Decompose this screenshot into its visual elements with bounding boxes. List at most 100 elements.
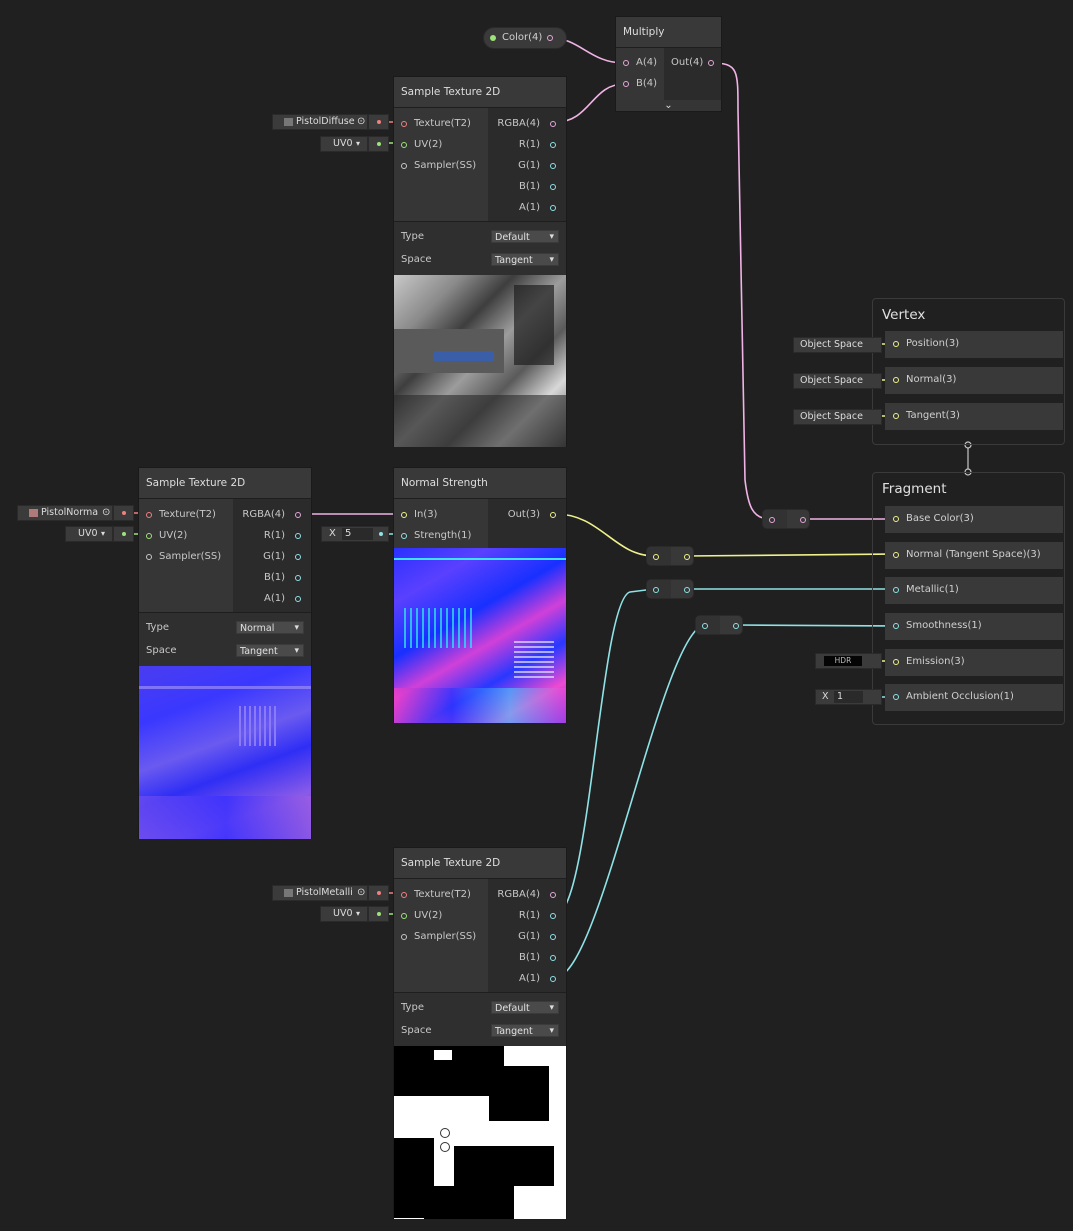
multiply-expand-button[interactable]: ⌄ xyxy=(616,100,721,111)
g-output-port[interactable]: G(1) xyxy=(488,156,560,176)
fragment-title: Fragment xyxy=(882,481,946,497)
port-pin-icon xyxy=(401,142,407,148)
g-output-port[interactable]: G(1) xyxy=(488,927,560,947)
texture-input-port[interactable]: Texture(T2) xyxy=(394,885,488,905)
b-output-port[interactable]: B(1) xyxy=(488,177,560,197)
r-output-port[interactable]: R(1) xyxy=(488,906,560,926)
color-property-label: Color(4) xyxy=(502,32,542,43)
type-dropdown[interactable]: Default xyxy=(491,230,559,243)
sample-texture-metallic-node[interactable]: Sample Texture 2D Texture(T2) UV(2) Samp… xyxy=(393,847,567,1219)
diffuse-picker-field[interactable] xyxy=(368,114,389,130)
block-ambient-occlusion[interactable]: Ambient Occlusion(1) xyxy=(885,684,1063,711)
port-pin-icon xyxy=(401,512,407,518)
sampler-input-port[interactable]: Sampler(SS) xyxy=(394,927,488,947)
color-property-node[interactable]: Color(4) xyxy=(483,27,567,49)
normal-space-field[interactable]: Object Space xyxy=(793,373,882,389)
space-dropdown[interactable]: Tangent xyxy=(491,1024,559,1037)
port-label: B(4) xyxy=(636,74,657,94)
redirect-node-smoothness[interactable] xyxy=(695,615,743,635)
metallic-picker-field[interactable] xyxy=(368,885,389,901)
sampler-input-port[interactable]: Sampler(SS) xyxy=(394,156,488,176)
r-output-port[interactable]: R(1) xyxy=(233,526,305,546)
block-base-color[interactable]: Base Color(3) xyxy=(885,506,1063,533)
b-output-port[interactable]: B(1) xyxy=(488,948,560,968)
strength-input-port[interactable]: Strength(1) xyxy=(394,526,488,546)
vertex-context[interactable]: Vertex Position(3) Normal(3) Tangent(3) xyxy=(872,298,1065,445)
ao-value-field[interactable]: X 1 xyxy=(815,689,882,705)
multiply-in-b[interactable]: B(4) xyxy=(616,74,664,94)
rgba-output-port[interactable]: RGBA(4) xyxy=(233,505,305,525)
metallic-uv-field[interactable]: UV0 ▾ xyxy=(320,906,368,922)
metallic-uv-pin-field[interactable] xyxy=(368,906,389,922)
uv-input-port[interactable]: UV(2) xyxy=(394,135,488,155)
wire-multiply-out-to-redirect xyxy=(712,63,770,519)
port-pin-icon xyxy=(401,163,407,169)
diffuse-texture-field[interactable]: PistolDiffuse ⊙ xyxy=(272,114,368,130)
strength-input[interactable]: 5 xyxy=(342,528,373,540)
b-output-port[interactable]: B(1) xyxy=(233,568,305,588)
block-tangent[interactable]: Tangent(3) xyxy=(885,403,1063,430)
space-dropdown[interactable]: Tangent xyxy=(491,253,559,266)
a-output-port[interactable]: A(1) xyxy=(233,589,305,609)
sample-texture-normal-node[interactable]: Sample Texture 2D Texture(T2) UV(2) Samp… xyxy=(138,467,312,839)
multiply-in-a[interactable]: A(4) xyxy=(616,53,664,73)
a-output-port[interactable]: A(1) xyxy=(488,969,560,989)
strength-value-field[interactable]: X 5 xyxy=(321,526,389,542)
sample-texture-diffuse-node[interactable]: Sample Texture 2D Texture(T2) UV(2) Samp… xyxy=(393,76,567,447)
texture-thumbnail-icon xyxy=(284,889,293,897)
multiply-out[interactable]: Out(4) xyxy=(671,53,721,73)
emission-hdr-field[interactable]: HDR xyxy=(815,653,882,669)
port-pin-icon xyxy=(893,659,899,665)
normal-picker-field[interactable] xyxy=(113,505,134,521)
uv-dropdown-label: UV0 xyxy=(333,907,353,921)
uv-input-port[interactable]: UV(2) xyxy=(394,906,488,926)
normal-uv-field[interactable]: UV0 ▾ xyxy=(65,526,113,542)
uv-input-port[interactable]: UV(2) xyxy=(139,526,233,546)
out-output-port[interactable]: Out(3) xyxy=(488,505,560,525)
port-pin-icon xyxy=(893,413,899,419)
position-space-field[interactable]: Object Space xyxy=(793,337,882,353)
space-dropdown[interactable]: Tangent xyxy=(236,644,304,657)
redirect-node-base-color[interactable] xyxy=(762,509,810,529)
type-dropdown[interactable]: Normal xyxy=(236,621,304,634)
object-picker-icon[interactable]: ⊙ xyxy=(357,886,365,900)
diffuse-uv-pin-field[interactable] xyxy=(368,136,389,152)
redirect-node-metallic[interactable] xyxy=(646,579,694,599)
redirect-node-normal[interactable] xyxy=(646,546,694,566)
sampler-input-port[interactable]: Sampler(SS) xyxy=(139,547,233,567)
block-metallic[interactable]: Metallic(1) xyxy=(885,577,1063,604)
object-picker-icon[interactable]: ⊙ xyxy=(102,506,110,520)
port-label: Out(3) xyxy=(508,505,540,525)
hdr-color-swatch[interactable]: HDR xyxy=(824,656,862,666)
space-label: Space xyxy=(401,1023,431,1039)
type-dropdown[interactable]: Default xyxy=(491,1001,559,1014)
block-normal[interactable]: Normal(3) xyxy=(885,367,1063,394)
r-output-port[interactable]: R(1) xyxy=(488,135,560,155)
port-pin-icon xyxy=(295,533,301,539)
ao-input[interactable]: 1 xyxy=(834,691,863,703)
diffuse-uv-field[interactable]: UV0 ▾ xyxy=(320,136,368,152)
normal-uv-pin-field[interactable] xyxy=(113,526,134,542)
in-input-port[interactable]: In(3) xyxy=(394,505,488,525)
rgba-output-port[interactable]: RGBA(4) xyxy=(488,114,560,134)
normal-texture-field[interactable]: PistolNorma ⊙ xyxy=(17,505,113,521)
g-output-port[interactable]: G(1) xyxy=(233,547,305,567)
normal-strength-node[interactable]: Normal Strength In(3) Strength(1) Out(3) xyxy=(393,467,567,723)
texture-input-port[interactable]: Texture(T2) xyxy=(394,114,488,134)
preview-shape xyxy=(454,1146,554,1186)
object-picker-icon[interactable]: ⊙ xyxy=(357,115,365,129)
texture-input-port[interactable]: Texture(T2) xyxy=(139,505,233,525)
rgba-output-port[interactable]: RGBA(4) xyxy=(488,885,560,905)
block-position[interactable]: Position(3) xyxy=(885,331,1063,358)
field-dot-icon xyxy=(122,532,126,536)
tangent-space-field[interactable]: Object Space xyxy=(793,409,882,425)
fragment-context[interactable]: Fragment Base Color(3) Normal (Tangent S… xyxy=(872,472,1065,725)
block-smoothness[interactable]: Smoothness(1) xyxy=(885,613,1063,640)
block-normal-tangent[interactable]: Normal (Tangent Space)(3) xyxy=(885,542,1063,569)
a-output-port[interactable]: A(1) xyxy=(488,198,560,218)
space-label: Space xyxy=(146,643,176,659)
metallic-texture-field[interactable]: PistolMetalli ⊙ xyxy=(272,885,368,901)
multiply-node[interactable]: Multiply A(4) B(4) Out(4) ⌄ xyxy=(615,16,722,112)
block-emission[interactable]: Emission(3) xyxy=(885,649,1063,676)
color-out-port[interactable] xyxy=(547,35,553,41)
